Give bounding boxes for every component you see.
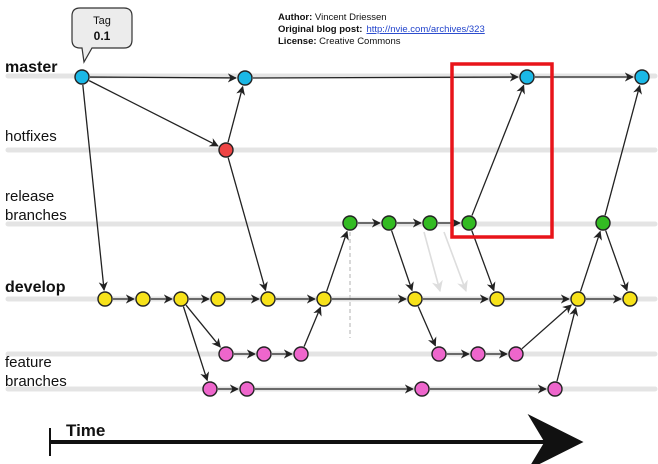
commit-feature-f0 bbox=[218, 346, 234, 362]
commit-feature-f2 bbox=[293, 346, 309, 362]
edge-d8-r4 bbox=[579, 230, 602, 292]
edge-r1-d6 bbox=[390, 230, 414, 292]
commit-edges bbox=[82, 72, 642, 394]
commit-feature-g3 bbox=[547, 381, 563, 397]
edge-m0-d0 bbox=[82, 84, 108, 291]
commit-develop-d7 bbox=[489, 291, 505, 307]
edge-f5-d8 bbox=[521, 304, 572, 350]
highlight-box bbox=[450, 62, 554, 239]
tag-title: Tag bbox=[93, 15, 111, 27]
lane-labels: master hotfixes release branches develop… bbox=[5, 59, 67, 390]
commit-develop-d3 bbox=[210, 291, 226, 307]
lane-guides bbox=[5, 73, 658, 392]
commit-feature-g0 bbox=[202, 381, 218, 397]
commit-feature-f5 bbox=[508, 346, 524, 362]
edge-r3-m2 bbox=[471, 84, 525, 216]
commit-feature-g1 bbox=[239, 381, 255, 397]
credit-author-label: Author: bbox=[278, 12, 312, 23]
credit-license-label: License: bbox=[278, 36, 317, 47]
faded-arrows bbox=[423, 231, 468, 293]
commit-develop-d6 bbox=[407, 291, 423, 307]
edge-m0-m1 bbox=[89, 73, 237, 83]
edge-h0-m1 bbox=[227, 85, 246, 143]
lane-label-release-2: branches bbox=[5, 207, 67, 224]
edge-d6-f3 bbox=[417, 306, 437, 347]
time-label: Time bbox=[66, 421, 105, 440]
credit-author-value: Vincent Driessen bbox=[312, 12, 386, 23]
lane-label-develop: develop bbox=[5, 279, 66, 296]
edge-d5-r0 bbox=[325, 230, 349, 292]
commit-hotfix-h0 bbox=[218, 142, 234, 158]
commit-release-r1 bbox=[381, 215, 397, 231]
commit-release-r3 bbox=[461, 215, 477, 231]
credits: Author: Vincent Driessen Original blog p… bbox=[278, 12, 485, 47]
edge-h0-d4 bbox=[227, 157, 268, 292]
commit-develop-d4 bbox=[260, 291, 276, 307]
lane-label-master: master bbox=[5, 59, 57, 76]
commit-master-m0 bbox=[74, 69, 90, 85]
commit-develop-d5 bbox=[316, 291, 332, 307]
commit-nodes bbox=[74, 69, 650, 397]
credit-blog: Original blog post: http://nvie.com/archi… bbox=[278, 24, 485, 35]
credit-blog-label: Original blog post: bbox=[278, 24, 362, 35]
commit-develop-d9 bbox=[622, 291, 638, 307]
lane-label-feature-2: branches bbox=[5, 373, 67, 390]
credit-blog-link[interactable]: http://nvie.com/archives/323 bbox=[366, 24, 484, 35]
commit-release-r4 bbox=[595, 215, 611, 231]
edge-g3-d8 bbox=[556, 306, 579, 382]
commit-develop-d1 bbox=[135, 291, 151, 307]
edge-d2-f0 bbox=[185, 304, 221, 348]
edge-r4-d9 bbox=[605, 230, 629, 292]
commit-release-r2 bbox=[422, 215, 438, 231]
faded-arrow-1 bbox=[423, 231, 443, 293]
edge-m0-h0 bbox=[88, 80, 219, 147]
commit-develop-d0 bbox=[97, 291, 113, 307]
edge-m1-m2 bbox=[252, 72, 519, 82]
faded-arrow-2 bbox=[443, 231, 468, 293]
tag-callout: Tag 0.1 bbox=[71, 7, 133, 64]
tag-version: 0.1 bbox=[94, 29, 111, 43]
edge-f2-d5 bbox=[303, 306, 322, 347]
tag-bubble bbox=[71, 7, 133, 64]
credit-author: Author: Vincent Driessen bbox=[278, 12, 387, 23]
edge-r4-m3 bbox=[604, 84, 642, 216]
lane-label-feature-1: feature bbox=[5, 354, 52, 371]
edge-r3-d7 bbox=[471, 230, 496, 292]
commit-develop-d2 bbox=[173, 291, 189, 307]
commit-release-r0 bbox=[342, 215, 358, 231]
credit-license: License: Creative Commons bbox=[278, 36, 401, 47]
commit-feature-f4 bbox=[470, 346, 486, 362]
credit-license-value: Creative Commons bbox=[317, 36, 401, 47]
commit-feature-g2 bbox=[414, 381, 430, 397]
time-axis: Time bbox=[49, 414, 584, 464]
lane-label-release-1: release bbox=[5, 188, 54, 205]
commit-develop-d8 bbox=[570, 291, 586, 307]
commit-master-m1 bbox=[237, 70, 253, 86]
commit-master-m2 bbox=[519, 69, 535, 85]
commit-master-m3 bbox=[634, 69, 650, 85]
edge-d2-g0 bbox=[182, 306, 210, 382]
commit-feature-f3 bbox=[431, 346, 447, 362]
lane-label-hotfixes: hotfixes bbox=[5, 128, 57, 145]
commit-feature-f1 bbox=[256, 346, 272, 362]
